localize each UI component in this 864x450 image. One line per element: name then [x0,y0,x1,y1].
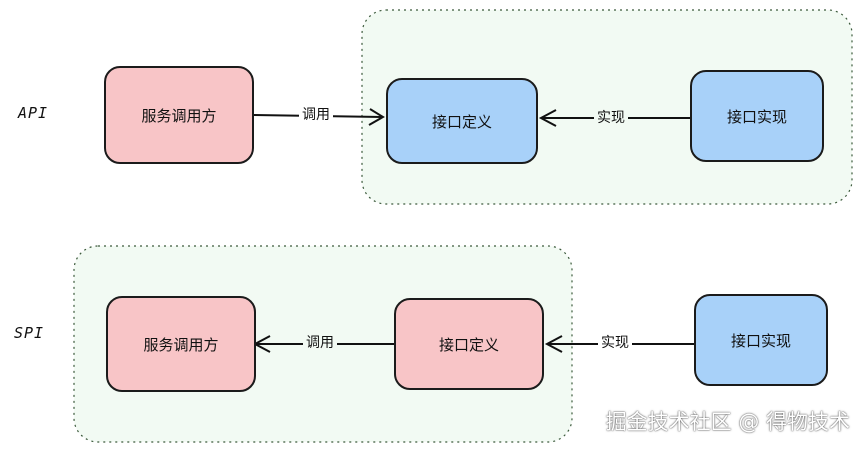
api-caller-text: 服务调用方 [141,106,217,125]
api-caller-box: 服务调用方 [104,66,254,164]
api-implementation-text: 接口实现 [726,107,787,126]
spi-row-label: SPI [14,324,45,342]
spi-interface-box: 接口定义 [394,298,544,390]
spi-implementation-text: 接口实现 [730,331,791,350]
spi-interface-text: 接口定义 [438,335,499,354]
api-impl-label: 实现 [594,109,628,127]
api-call-label: 调用 [299,106,333,124]
spi-caller-box: 服务调用方 [106,296,256,392]
api-row-label: API [18,104,49,122]
spi-caller-text: 服务调用方 [143,335,219,354]
spi-implementation-box: 接口实现 [694,294,828,386]
api-implementation-box: 接口实现 [690,70,824,162]
api-interface-box: 接口定义 [386,78,538,164]
spi-call-label: 调用 [303,334,337,352]
watermark-text: 掘金技术社区 @ 得物技术 [605,410,850,434]
api-interface-text: 接口定义 [431,112,492,131]
spi-impl-label: 实现 [598,334,632,352]
